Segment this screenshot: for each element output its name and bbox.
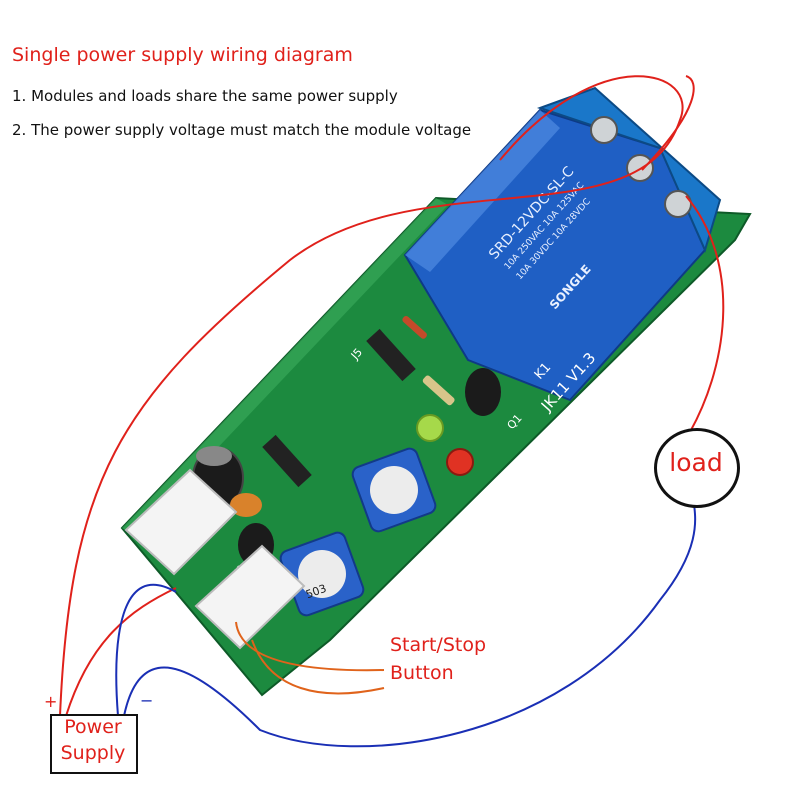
wires: [59, 75, 725, 748]
wire-blue-supply-to-module: [115, 583, 177, 717]
potentiometer-2-dial: [298, 550, 346, 598]
led-green: [416, 414, 444, 442]
terminal-screw-1: [590, 116, 618, 144]
power-supply-label-line1: Power: [64, 716, 122, 738]
input-connector-1: [124, 468, 238, 576]
terminal-screw-3: [664, 190, 692, 218]
wire-orange-button-1: [235, 621, 385, 672]
transistor-q1: [465, 368, 501, 416]
load-label: load: [669, 448, 723, 477]
note-shared-supply: 1. Modules and loads share the same powe…: [12, 87, 398, 105]
pin-header-j5: [366, 328, 416, 382]
diode: [402, 315, 427, 339]
wire-red-supply-to-module: [65, 587, 177, 717]
wire-orange-button-2: [251, 639, 385, 695]
wire-red-relay-com: [641, 75, 695, 171]
diagram-title: Single power supply wiring diagram: [12, 44, 353, 66]
wire-red-relay-to-load: [685, 195, 725, 433]
pin-header-2: [262, 434, 312, 488]
capacitor-top: [196, 446, 232, 466]
relay-top-face: [405, 110, 560, 272]
wire-red-supply-to-relay: [59, 75, 684, 717]
ceramic-capacitor: [230, 493, 262, 517]
start-stop-label: Start/Stop: [390, 634, 487, 656]
power-supply-label-line2: Supply: [60, 742, 126, 764]
input-connector-2: [194, 544, 306, 650]
screw-terminal-block: [536, 86, 722, 253]
note-voltage-match: 2. The power supply voltage must match t…: [12, 121, 472, 139]
button-label: Button: [390, 662, 454, 684]
minus-terminal-label: −: [140, 691, 154, 710]
load-symbol: [654, 428, 740, 508]
resistor: [422, 375, 455, 406]
power-supply-box: [50, 714, 138, 774]
led-red: [446, 448, 474, 476]
relay-module-board: SRD-12VDC-SL-C 10A 250VAC 10A 125VAC 10A…: [120, 86, 752, 697]
wire-blue-supply-to-load: [123, 503, 697, 748]
potentiometer-1-dial: [370, 466, 418, 514]
plus-terminal-label: +: [44, 692, 58, 711]
